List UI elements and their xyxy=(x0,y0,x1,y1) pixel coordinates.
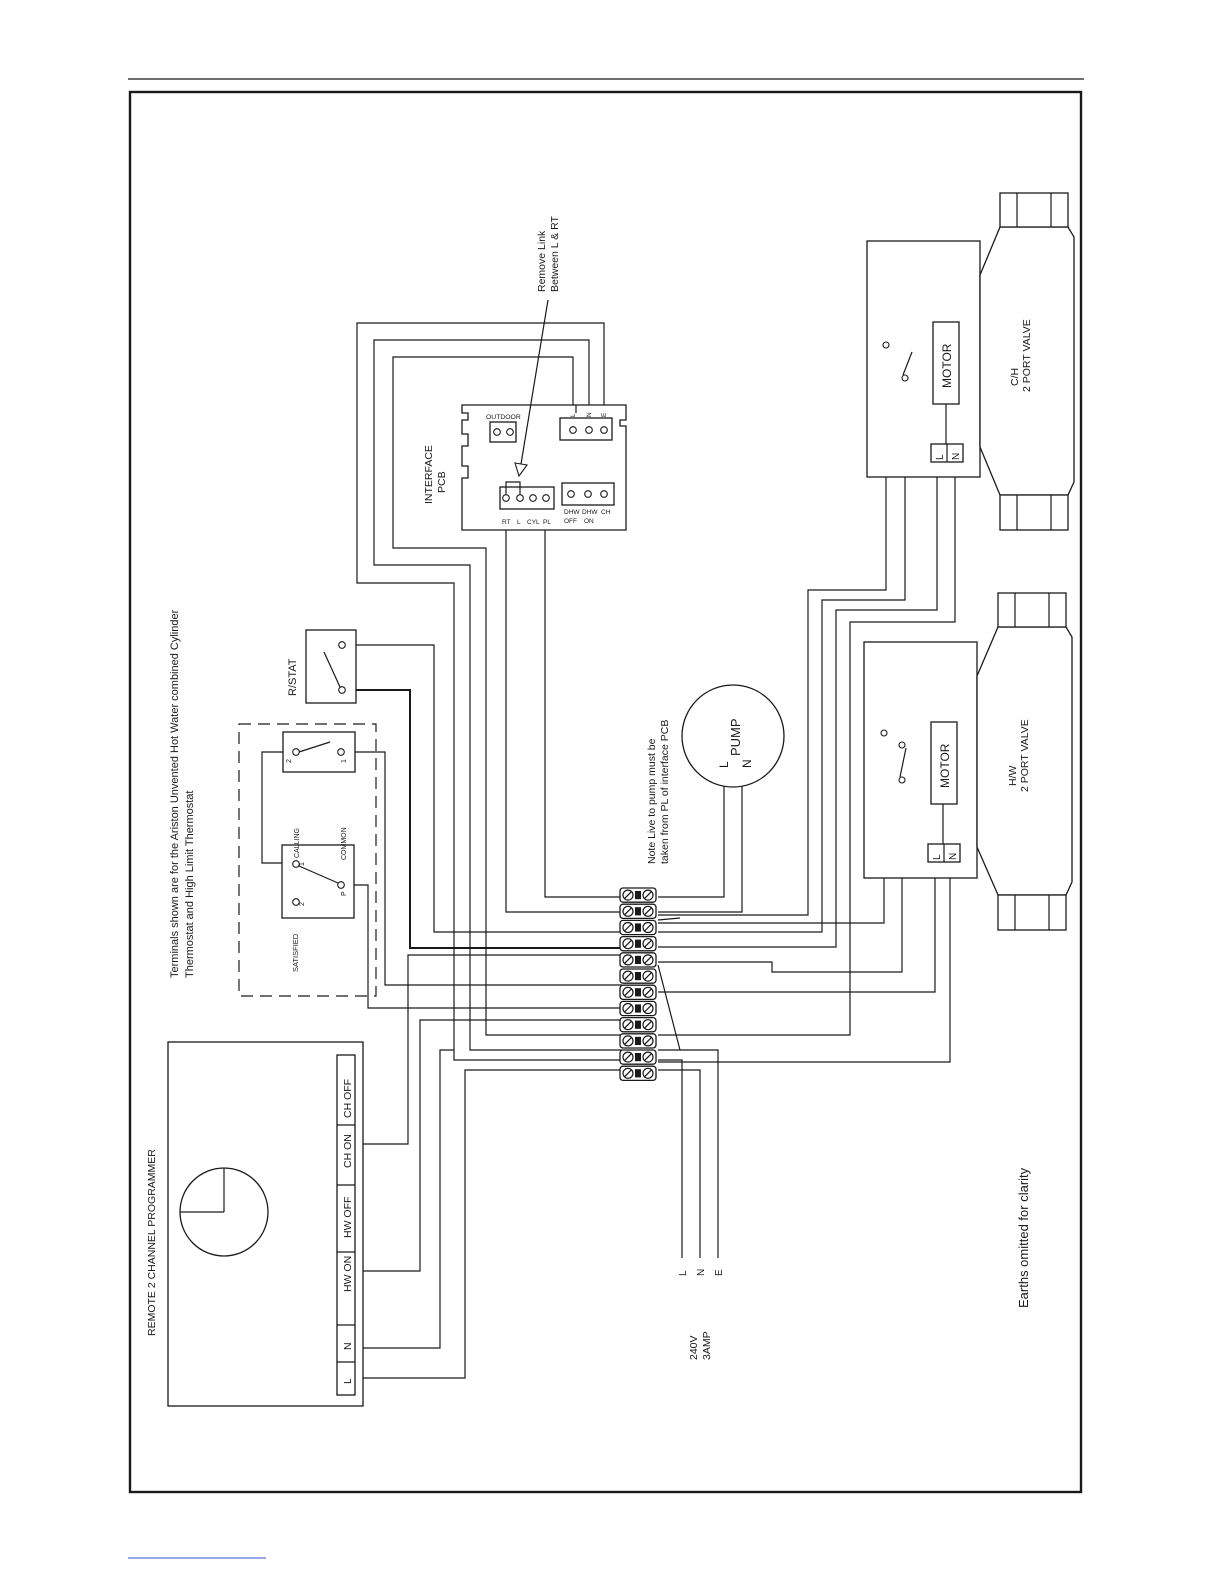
interface-pcb: OUTDOOR L N E RT L CYL PL DHW DHW CH OFF… xyxy=(423,404,627,531)
pcb-term-n: N xyxy=(586,412,593,417)
ch-motor-label: MOTOR xyxy=(940,343,954,388)
diagram-frame xyxy=(128,90,1083,1494)
terminal-ch-on: CH ON xyxy=(342,1134,354,1168)
cylinder-stat-dashed-box xyxy=(238,723,377,997)
hw-valve-head xyxy=(863,641,978,879)
hw-valve-port-bottom xyxy=(997,894,1067,931)
ch-valve-line1: C/H xyxy=(1009,368,1021,386)
hw-term-l: L xyxy=(932,854,943,860)
terminal-hw-off: HW OFF xyxy=(342,1197,354,1238)
pcb-term-cyl: CYL xyxy=(527,519,540,526)
outdoor-label: OUTDOOR xyxy=(486,414,521,421)
supply-voltage: 240V xyxy=(688,1335,700,1360)
supply-l: L xyxy=(678,1270,689,1276)
terminal-l: L xyxy=(342,1378,354,1384)
terminals-note-line1: Terminals shown are for the Ariston Unve… xyxy=(169,609,181,978)
pump-note-line1: Note Live to pump must be xyxy=(646,738,658,864)
dhw-off-label: DHW xyxy=(564,509,580,516)
terminal-block xyxy=(619,984,657,1001)
programmer: REMOTE 2 CHANNEL PROGRAMMER CH OFF CH ON… xyxy=(146,1041,364,1407)
terminal-ch-off: CH OFF xyxy=(342,1079,354,1118)
hw-valve-line2: 2 PORT VALVE xyxy=(1019,719,1031,792)
dhw-on-label: DHW xyxy=(582,509,598,516)
cylinder-stat: 2 1 CALLING COMMON 1 2 P SATISFIED xyxy=(238,723,377,997)
pump-note-line2: taken from PL of interface PCB xyxy=(659,720,671,864)
remove-link-callout: Remove Link Between L & RT xyxy=(514,216,561,478)
terminal-block xyxy=(619,1016,657,1033)
outdoor-terminal xyxy=(489,421,517,443)
ch-term-n: N xyxy=(951,453,962,460)
supply-n: N xyxy=(696,1269,707,1276)
terminal-block xyxy=(619,968,657,984)
hw-valve-port-top xyxy=(997,592,1067,628)
ch-label: CH xyxy=(601,509,611,516)
terminals-note-line2: Thermostat and High Limit Thermostat xyxy=(184,791,196,978)
hl-term-2: 2 xyxy=(286,759,293,763)
hw-valve: MOTOR L N H/W 2 PORT VALVE xyxy=(863,592,1073,931)
hw-motor xyxy=(930,721,958,805)
pcb-term-l2: L xyxy=(517,519,521,526)
satisfied-label: SATISFIED xyxy=(291,933,300,972)
rt-terminal-block xyxy=(499,486,555,510)
terminal-block xyxy=(619,1033,657,1049)
remove-link-line1: Remove Link xyxy=(536,230,548,292)
hw-valve-line1: H/W xyxy=(1007,766,1019,787)
programmer-title: REMOTE 2 CHANNEL PROGRAMMER xyxy=(146,1149,158,1336)
terminal-n: N xyxy=(342,1342,354,1350)
ch-valve-port-top xyxy=(999,192,1069,228)
ch-term-l: L xyxy=(935,454,946,460)
supply-e: E xyxy=(714,1269,725,1276)
terminal-strip xyxy=(619,887,657,1082)
common-label: COMMON xyxy=(341,827,348,860)
terminal-block xyxy=(619,1000,657,1017)
supply-amp: 3AMP xyxy=(701,1331,713,1360)
pump: PUMP L N Note Live to pump must be taken… xyxy=(646,684,785,864)
pcb-term-l: L xyxy=(570,413,577,417)
remove-link-line2: Between L & RT xyxy=(549,216,561,292)
pcb-label-line1: INTERFACE xyxy=(423,445,435,504)
pcb-label-line2: PCB xyxy=(436,471,448,493)
ch-valve-port-bottom xyxy=(999,494,1069,531)
terminal-hw-on: HW ON xyxy=(342,1256,354,1292)
hw-motor-label: MOTOR xyxy=(938,743,952,788)
terminal-block xyxy=(619,1065,657,1082)
ch-valve: MOTOR L N C/H 2 PORT VALVE xyxy=(866,192,1075,531)
pump-circle xyxy=(681,684,785,788)
calling-label: CALLING xyxy=(294,828,301,858)
ch-valve-head xyxy=(866,240,981,478)
pcb-term-pl: PL xyxy=(543,519,551,526)
terminal-block xyxy=(619,1049,657,1065)
terminal-block xyxy=(619,935,657,952)
rstat-label: R/STAT xyxy=(287,658,299,696)
cyl-term-p: P xyxy=(341,891,348,896)
pump-n: N xyxy=(740,759,754,768)
pump-l: L xyxy=(717,761,731,768)
room-stat: R/STAT xyxy=(287,629,357,704)
ch-valve-line2: 2 PORT VALVE xyxy=(1021,319,1033,392)
cyl-term-1: 1 xyxy=(299,862,306,866)
pcb-term-e: E xyxy=(601,412,608,417)
terminal-block xyxy=(619,887,657,903)
arrow-icon xyxy=(514,462,528,478)
dhw-off-sub: OFF xyxy=(564,518,577,525)
cyl-term-2: 2 xyxy=(299,902,306,906)
terminal-block xyxy=(619,919,657,936)
dhw-on-sub: ON xyxy=(584,518,594,525)
terminal-block xyxy=(619,903,657,920)
hl-term-1: 1 xyxy=(341,759,348,763)
pump-label: PUMP xyxy=(728,718,743,756)
hw-term-n: N xyxy=(948,853,959,860)
pcb-term-rt: RT xyxy=(502,519,511,526)
earths-note: Earths omitted for clarity xyxy=(1016,1167,1031,1308)
supply: L N E 240V 3AMP xyxy=(678,1269,725,1360)
terminal-block xyxy=(619,952,657,968)
link-wire xyxy=(505,481,521,494)
programmer-terminal-bar xyxy=(336,1054,356,1396)
